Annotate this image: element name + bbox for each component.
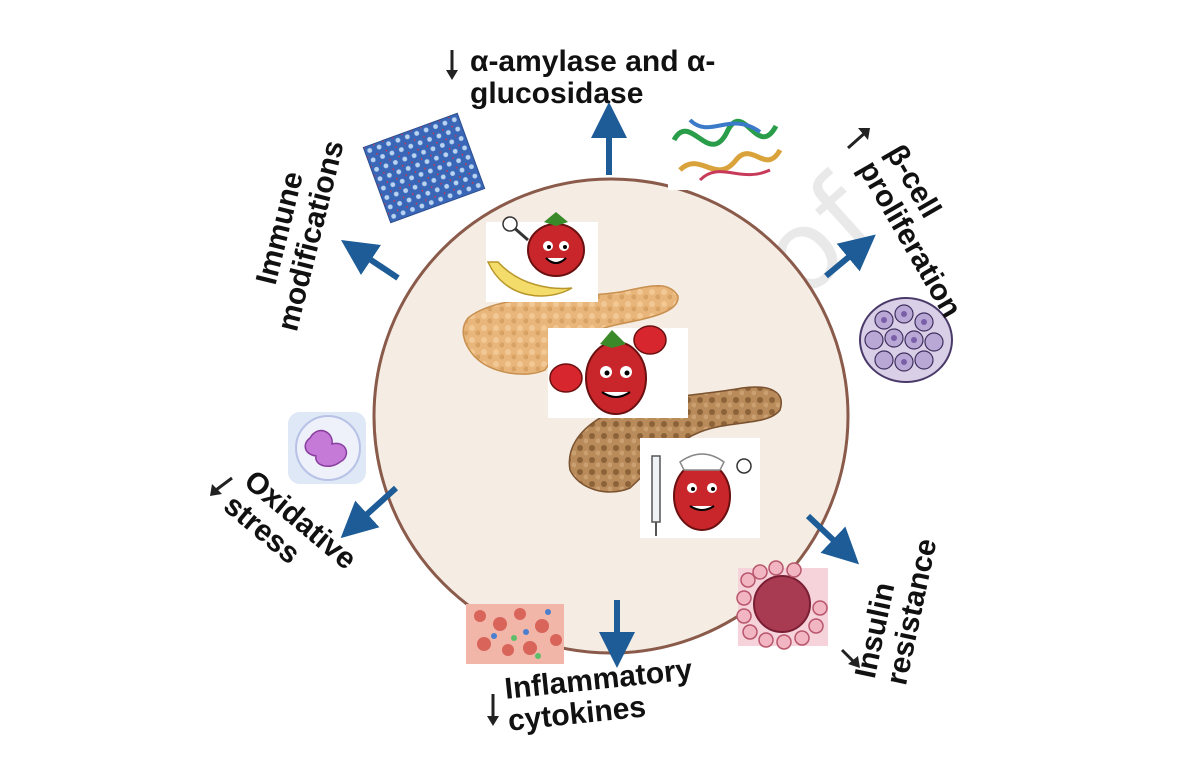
arrow-immune (341, 240, 400, 281)
trend-down-arrow-insulin (840, 648, 860, 668)
islet-cell-cluster-icon (859, 297, 953, 383)
amylase-label: α-amylase and α- glucosidase (470, 45, 716, 110)
effect-arrows (340, 102, 876, 668)
arrow-insulin (805, 513, 860, 565)
trend-down-arrow-inflammatory (487, 694, 499, 726)
arrow-oxidative (340, 485, 399, 539)
insulin-receptor-cell-icon (736, 560, 828, 650)
neutrophil-cell-icon (288, 412, 366, 484)
arrow-beta-cell (824, 234, 876, 279)
goji-berry-mascot-boxing-icon (548, 325, 688, 418)
inflamed-tissue-icon (466, 604, 564, 664)
goji-berry-mascot-nurse-icon (640, 438, 760, 538)
goji-berry-mascot-pointing-icon (486, 212, 598, 302)
trend-down-arrow-oxidative (210, 476, 233, 496)
trend-arrows (210, 50, 870, 726)
trend-down-arrow-amylase (446, 50, 458, 80)
enzyme-protein-structure-icon (668, 106, 784, 190)
immune-cell-lattice-icon (362, 112, 486, 224)
trend-up-arrow-beta-cell (847, 128, 870, 150)
